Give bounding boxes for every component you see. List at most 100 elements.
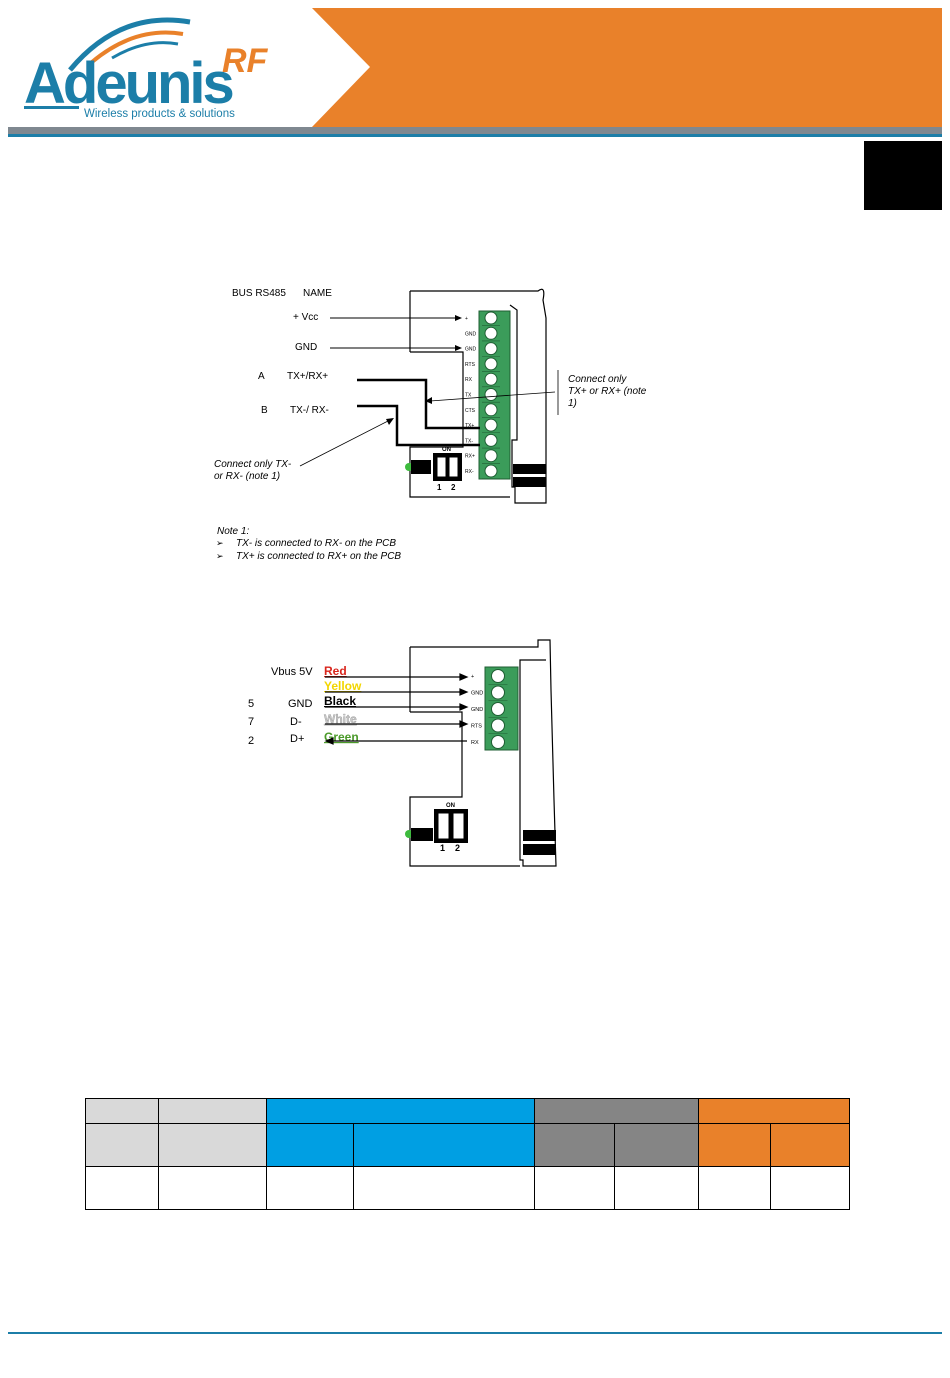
gnd-usb-label: GND bbox=[288, 698, 313, 710]
side-connector-1a bbox=[513, 464, 546, 474]
table-cell bbox=[158, 1166, 267, 1210]
table-cell bbox=[614, 1166, 699, 1210]
bus-rs485-label: BUS RS485 bbox=[232, 288, 286, 299]
gnd-pin-number: 5 bbox=[248, 698, 254, 710]
d2-screw-1 bbox=[491, 685, 505, 700]
d2-screw-4 bbox=[491, 735, 505, 749]
led-body-1 bbox=[411, 460, 431, 474]
d1-pin-label-2: GND bbox=[465, 347, 477, 353]
table-row bbox=[85, 1166, 850, 1210]
logo-tagline: Wireless products & solutions bbox=[84, 108, 235, 120]
d2-pin-label-4: RX bbox=[471, 740, 479, 746]
d1-pin-label-8: TX- bbox=[465, 438, 473, 444]
d2-screw-2 bbox=[491, 702, 505, 716]
table-subheader-cell bbox=[614, 1123, 699, 1167]
module-housing-1 bbox=[409, 288, 547, 504]
wire-color-green: Green bbox=[324, 730, 359, 744]
wire-vcc bbox=[330, 315, 462, 321]
table-subheader-cell bbox=[534, 1123, 615, 1167]
wire-a bbox=[357, 378, 480, 430]
dip-switch-1-lever-2 bbox=[448, 456, 459, 478]
table-subheader-cell bbox=[698, 1123, 771, 1167]
status-led-2 bbox=[405, 830, 413, 838]
table-header-cell bbox=[158, 1098, 267, 1124]
logo-brand-suffix: RF bbox=[222, 42, 269, 80]
d2-pin-label-3: RTS bbox=[471, 724, 482, 730]
note-right-line-3: 1) bbox=[568, 398, 577, 409]
dip-switch-2-num-1: 1 bbox=[440, 843, 445, 853]
logo-swoosh-icon bbox=[68, 17, 191, 72]
led-body-2 bbox=[411, 828, 433, 841]
module-housing-2 bbox=[409, 639, 557, 867]
table-header-cell bbox=[85, 1098, 159, 1124]
table-header-cell bbox=[266, 1098, 535, 1124]
d2-pin-label-1: GND bbox=[471, 691, 483, 697]
a-signal-label: TX+/RX+ bbox=[287, 371, 328, 382]
dip-switch-2-num-2: 2 bbox=[455, 843, 460, 853]
table-header-cell bbox=[698, 1098, 850, 1124]
note-left-pointer bbox=[299, 418, 394, 467]
d1-screw-5 bbox=[484, 388, 498, 401]
d1-pin-label-3: RTS bbox=[465, 362, 476, 368]
table-subheader-cell bbox=[266, 1123, 354, 1167]
d1-screw-7 bbox=[484, 418, 498, 432]
note1-item-1: TX- is connected to RX- on the PCB bbox=[236, 538, 396, 549]
d1-screw-0 bbox=[484, 311, 498, 325]
wire-gnd bbox=[330, 345, 462, 351]
dip-switch-2-on-label: ON bbox=[446, 803, 455, 809]
dminus-label: D- bbox=[290, 716, 302, 728]
d1-pin-label-6: CTS bbox=[465, 408, 476, 414]
note1-bullet-2: ➢ bbox=[216, 551, 224, 561]
table-subheader-cell bbox=[85, 1123, 159, 1167]
d1-pin-label-9: RX+ bbox=[465, 454, 475, 460]
side-connector-2b bbox=[523, 844, 556, 855]
dip-switch-1-num-2: 2 bbox=[451, 483, 456, 492]
wire-color-black: Black bbox=[324, 694, 356, 708]
note1-title: Note 1: bbox=[217, 526, 249, 537]
d2-pin-label-2: GND bbox=[471, 707, 483, 713]
a-label: A bbox=[258, 371, 265, 382]
header-orange-banner bbox=[312, 8, 942, 127]
d1-screw-3 bbox=[484, 357, 498, 371]
terminal-screws-2 bbox=[488, 669, 508, 751]
pin-labels-2: + GND GND RTS RX bbox=[471, 674, 483, 746]
dplus-pin-number: 2 bbox=[248, 735, 254, 747]
d1-screw-1 bbox=[484, 326, 498, 340]
d1-pin-label-1: GND bbox=[465, 331, 477, 337]
table-subheader-cell bbox=[353, 1123, 535, 1167]
note1-item-2: TX+ is connected to RX+ on the PCB bbox=[236, 551, 401, 562]
table-cell bbox=[698, 1166, 771, 1210]
table-row bbox=[85, 1123, 850, 1167]
wire-color-yellow: Yellow bbox=[324, 679, 362, 693]
table-cell bbox=[534, 1166, 615, 1210]
table-header-cell bbox=[534, 1098, 699, 1124]
d1-screw-8 bbox=[484, 433, 498, 447]
logo-underline bbox=[24, 106, 79, 109]
header-grey-rule bbox=[8, 127, 942, 134]
d1-pin-label-0: + bbox=[465, 316, 468, 322]
table-subheader-cell bbox=[770, 1123, 850, 1167]
vcc-label: + Vcc bbox=[293, 312, 318, 323]
d1-screw-9 bbox=[484, 449, 498, 463]
d2-pin-label-0: + bbox=[471, 674, 474, 680]
note-right-line-1: Connect only bbox=[568, 374, 627, 385]
note-left-line-1: Connect only TX- bbox=[214, 459, 292, 470]
d2-screw-3 bbox=[491, 718, 505, 733]
d2-screw-0 bbox=[491, 669, 505, 683]
b-label: B bbox=[261, 405, 268, 416]
table-cell bbox=[353, 1166, 535, 1210]
d1-pin-label-5: TX bbox=[465, 393, 472, 399]
d1-screw-2 bbox=[484, 342, 498, 356]
d1-pin-label-4: RX bbox=[465, 377, 473, 383]
vbus-label: Vbus 5V bbox=[271, 666, 313, 678]
table-subheader-cell bbox=[158, 1123, 267, 1167]
terminal-block-2 bbox=[484, 666, 519, 751]
d1-screw-10 bbox=[484, 464, 498, 478]
dip-switch-1-num-1: 1 bbox=[437, 483, 442, 492]
d1-pin-label-7: TX+ bbox=[465, 423, 474, 429]
d1-screw-6 bbox=[484, 403, 498, 417]
footer-rule bbox=[8, 1332, 942, 1334]
table-cell bbox=[770, 1166, 850, 1210]
